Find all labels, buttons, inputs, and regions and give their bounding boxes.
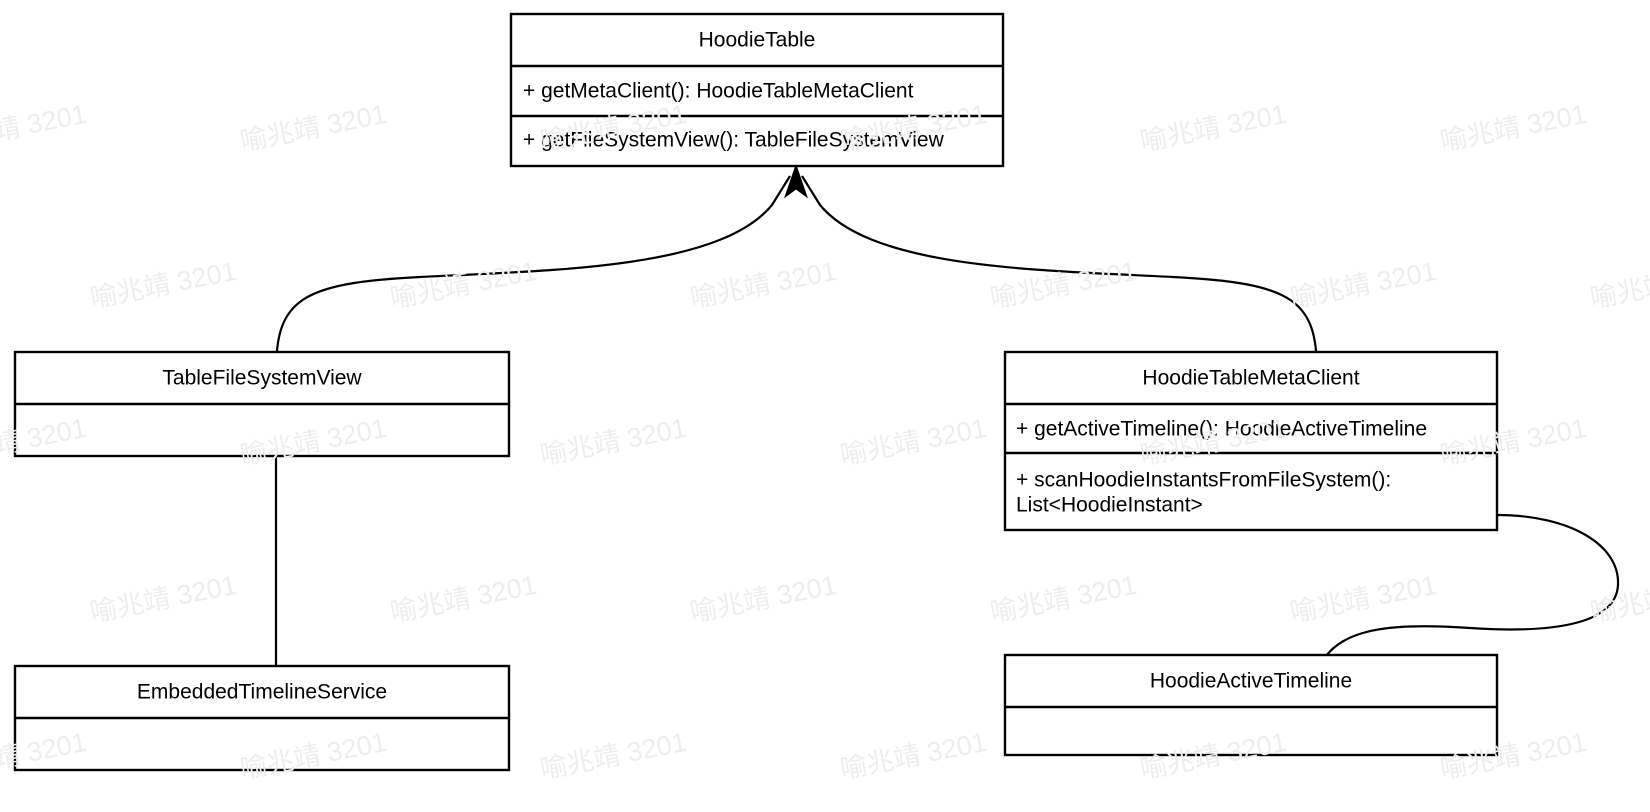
class-member-getactivetimeline: + getActiveTimeline(): HoodieActiveTimel…: [1016, 418, 1427, 441]
class-title-embedded-timeline-service: EmbeddedTimelineService: [137, 681, 387, 704]
class-member-getmetaclient: + getMetaClient(): HoodieTableMetaClient: [523, 80, 914, 103]
class-member-scanhoodieinstants-line1: + scanHoodieInstantsFromFileSystem():: [1016, 469, 1391, 492]
class-title-hoodie-active-timeline: HoodieActiveTimeline: [1150, 670, 1352, 693]
class-title-hoodie-table: HoodieTable: [699, 29, 816, 52]
edge-tablefilesystemview-to-hoodietable: [274, 175, 791, 373]
class-member-getfilesystemview: + getFileSystemView(): TableFileSystemVi…: [523, 129, 945, 152]
class-box-hoodie-table-meta-client[interactable]: HoodieTableMetaClient + getActiveTimelin…: [1003, 350, 1499, 532]
edge-metaclient-to-hoodietable: [801, 175, 1319, 373]
arrowhead-into-hoodietable: [784, 163, 808, 199]
class-title-table-file-system-view: TableFileSystemView: [162, 367, 362, 390]
class-box-hoodie-active-timeline[interactable]: HoodieActiveTimeline: [1003, 653, 1499, 757]
edge-tablefilesystemview-to-embeddedtimelineservice: [264, 456, 288, 703]
class-box-embedded-timeline-service[interactable]: EmbeddedTimelineService: [13, 664, 511, 772]
class-member-scanhoodieinstants-line2: List<HoodieInstant>: [1016, 494, 1203, 517]
class-title-hoodie-table-meta-client: HoodieTableMetaClient: [1142, 367, 1359, 390]
class-box-hoodie-table[interactable]: HoodieTable + getMetaClient(): HoodieTab…: [509, 12, 1005, 168]
class-box-table-file-system-view[interactable]: TableFileSystemView: [13, 350, 511, 458]
